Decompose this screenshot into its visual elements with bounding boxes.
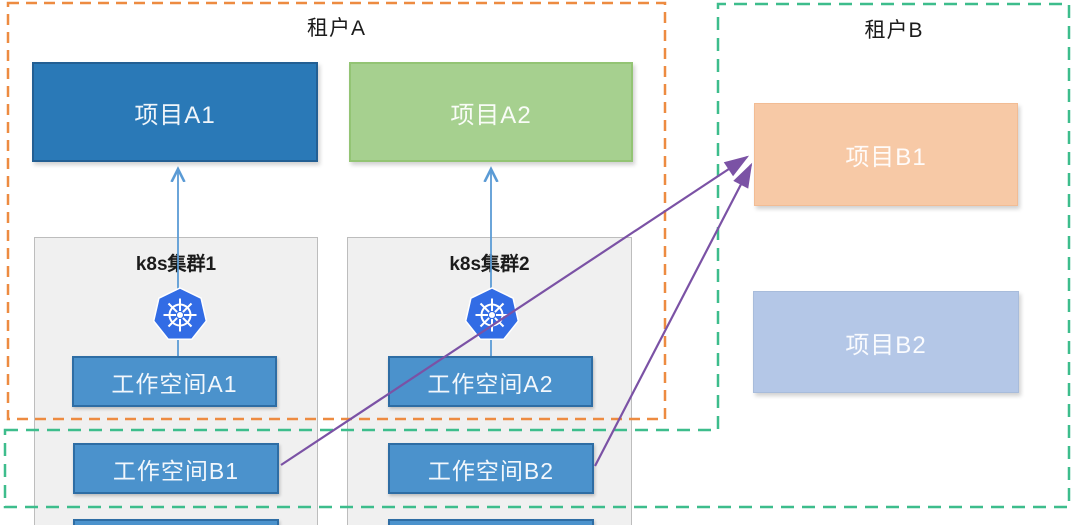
workspace-b2-box: 工作空间B2 (388, 443, 594, 494)
k8s-cluster-2-label: k8s集群2 (449, 254, 530, 275)
project-b2-label: 项目B2 (845, 331, 927, 359)
project-a1-label: 项目A1 (134, 101, 216, 129)
workspace-a1-label: 工作空间A1 (111, 370, 238, 397)
project-a2-label: 项目A2 (450, 101, 532, 129)
project-b2-box: 项目B2 (753, 291, 1019, 393)
tenant-a-title: 租户A (306, 17, 366, 40)
workspace-a1-box: 工作空间A1 (72, 356, 277, 407)
project-b1-box: 项目B1 (754, 103, 1018, 206)
workspace-b2-label: 工作空间B2 (427, 457, 555, 484)
workspace-b1-label: 工作空间B1 (112, 457, 240, 484)
workspace-a2-label: 工作空间A2 (427, 370, 554, 397)
project-a2-box: 项目A2 (349, 62, 633, 162)
project-a1-box: 项目A1 (32, 62, 318, 162)
workspace-partial-box-2 (388, 519, 594, 525)
workspace-a2-box: 工作空间A2 (388, 356, 593, 407)
k8s-cluster-1-label: k8s集群1 (135, 254, 217, 275)
project-b1-label: 项目B1 (845, 144, 927, 171)
tenant-b-title: 租户B (864, 19, 924, 42)
workspace-b1-box: 工作空间B1 (73, 443, 279, 494)
workspace-partial-box-1 (73, 519, 279, 525)
